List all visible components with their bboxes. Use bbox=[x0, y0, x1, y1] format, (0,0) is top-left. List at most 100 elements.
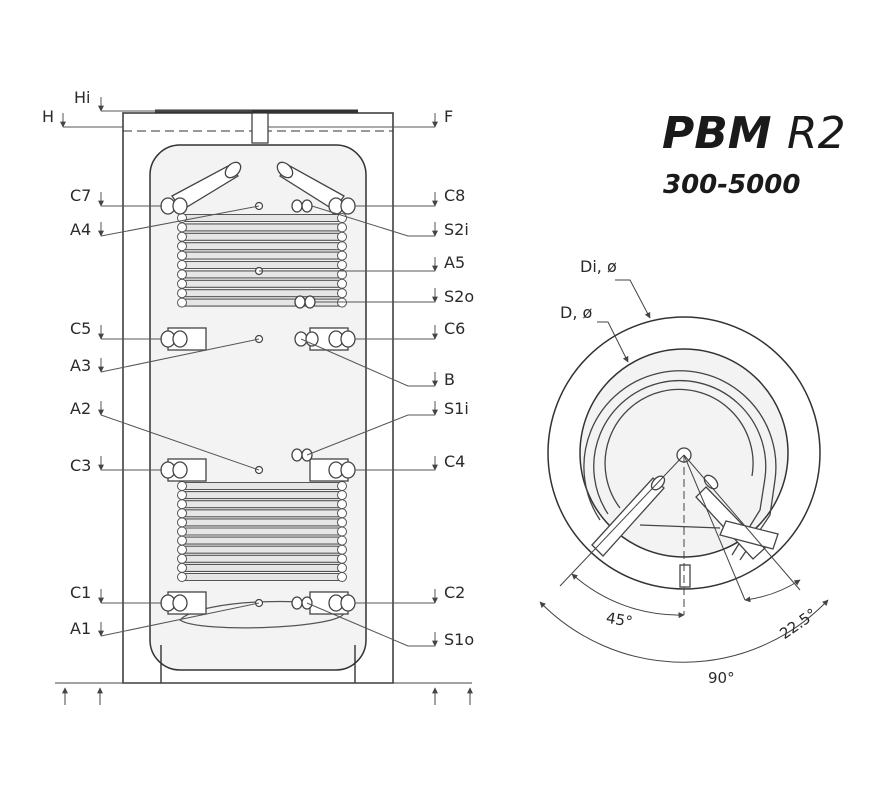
coil-turn bbox=[177, 536, 347, 545]
label-F: F bbox=[444, 107, 453, 126]
leader bbox=[300, 338, 435, 387]
connection-labels: Hi H C7 A4 C5 A3 A2 C3 C1 A1 F C8 S2i A5… bbox=[42, 88, 474, 649]
label-C4: C4 bbox=[444, 452, 465, 471]
coil-turn bbox=[177, 527, 347, 536]
leader bbox=[306, 602, 435, 647]
coil-turn bbox=[177, 545, 347, 554]
coil-end bbox=[337, 260, 347, 270]
coil-turn bbox=[177, 554, 347, 563]
label-C7: C7 bbox=[70, 186, 91, 205]
label-Di: Di, ø bbox=[580, 257, 617, 276]
angle-90: 90° bbox=[708, 669, 735, 687]
label-C6: C6 bbox=[444, 319, 465, 338]
label-A2: A2 bbox=[70, 399, 91, 418]
coil-end bbox=[177, 517, 187, 528]
coil-turn bbox=[177, 491, 347, 500]
coil-turn bbox=[177, 563, 347, 572]
coil-end bbox=[177, 297, 187, 308]
coil-end bbox=[177, 241, 187, 252]
label-C1: C1 bbox=[70, 583, 91, 602]
coil-end bbox=[337, 562, 347, 573]
coil-end bbox=[177, 553, 187, 564]
coil-end bbox=[337, 526, 347, 537]
label-A1: A1 bbox=[70, 619, 91, 638]
coil-end bbox=[337, 553, 347, 564]
coil-end bbox=[337, 241, 347, 252]
plan-view: 45° 22.5° 90° Di, ø D, ø bbox=[539, 257, 829, 687]
plan-inlets bbox=[591, 474, 779, 588]
coil-end bbox=[177, 231, 187, 242]
coil-end bbox=[177, 535, 187, 546]
coil-turn bbox=[177, 260, 347, 270]
label-H: H bbox=[42, 107, 54, 126]
coil-turn bbox=[177, 518, 347, 527]
coil-end bbox=[337, 517, 347, 528]
coil-end bbox=[177, 278, 187, 289]
coil-end bbox=[177, 260, 187, 270]
coil-end bbox=[177, 499, 187, 510]
coil-turn bbox=[177, 500, 347, 509]
coil-end bbox=[337, 508, 347, 519]
coil-end bbox=[337, 278, 347, 289]
diameter-leaders bbox=[597, 279, 651, 363]
product-title: PBM R2 300-5000 bbox=[662, 108, 846, 200]
leader bbox=[100, 414, 260, 471]
angle-45: 45° bbox=[605, 609, 634, 631]
coil-end bbox=[337, 288, 347, 299]
coil-end bbox=[337, 481, 347, 491]
leader bbox=[100, 602, 260, 637]
leader bbox=[100, 338, 260, 373]
coil-end bbox=[337, 297, 347, 308]
coil-end bbox=[177, 544, 187, 555]
coil-turn bbox=[177, 213, 347, 223]
label-B: B bbox=[444, 370, 455, 389]
coil-end bbox=[337, 535, 347, 546]
label-C8: C8 bbox=[444, 186, 465, 205]
label-C3: C3 bbox=[70, 456, 91, 475]
coil-end bbox=[337, 544, 347, 555]
coil-end bbox=[337, 572, 347, 582]
label-S2i: S2i bbox=[444, 220, 469, 239]
label-D: D, ø bbox=[560, 303, 592, 322]
coil-turn bbox=[177, 289, 347, 298]
coil-end bbox=[177, 269, 187, 280]
model-variant: R2 bbox=[787, 108, 846, 159]
top-connection-F bbox=[251, 112, 269, 144]
label-Hi: Hi bbox=[74, 88, 90, 107]
angle-dimensions bbox=[539, 454, 829, 663]
coil-turn bbox=[177, 251, 347, 260]
label-A4: A4 bbox=[70, 220, 91, 239]
side-nozzles bbox=[160, 197, 356, 615]
leader bbox=[100, 205, 260, 237]
label-S1i: S1i bbox=[444, 399, 469, 418]
label-A5: A5 bbox=[444, 253, 465, 272]
label-S1o: S1o bbox=[444, 630, 474, 649]
tank-elevation bbox=[122, 109, 394, 684]
label-C5: C5 bbox=[70, 319, 91, 338]
upper-diagonal-inlets bbox=[171, 161, 345, 211]
coil-end bbox=[177, 572, 187, 582]
lower-heat-exchanger-coil bbox=[177, 481, 347, 629]
leader bbox=[306, 414, 435, 456]
coil-end bbox=[337, 222, 347, 233]
coil-end bbox=[177, 508, 187, 519]
leader bbox=[311, 205, 435, 237]
label-C2: C2 bbox=[444, 583, 465, 602]
volume-range: 300-5000 bbox=[663, 170, 800, 200]
coil-end bbox=[337, 250, 347, 261]
coil-end bbox=[177, 490, 187, 501]
coil-turn bbox=[177, 232, 347, 241]
coil-end bbox=[177, 288, 187, 299]
coil-end bbox=[337, 490, 347, 501]
coil-end bbox=[177, 222, 187, 233]
angle-22-5: 22.5° bbox=[776, 605, 820, 643]
coil-end bbox=[177, 526, 187, 537]
coil-turn bbox=[177, 572, 347, 582]
leader-lines bbox=[60, 97, 438, 647]
label-A3: A3 bbox=[70, 356, 91, 375]
coil-end bbox=[337, 499, 347, 510]
coil-turn bbox=[177, 298, 347, 307]
coil-end bbox=[337, 231, 347, 242]
coil-turn bbox=[177, 509, 347, 518]
